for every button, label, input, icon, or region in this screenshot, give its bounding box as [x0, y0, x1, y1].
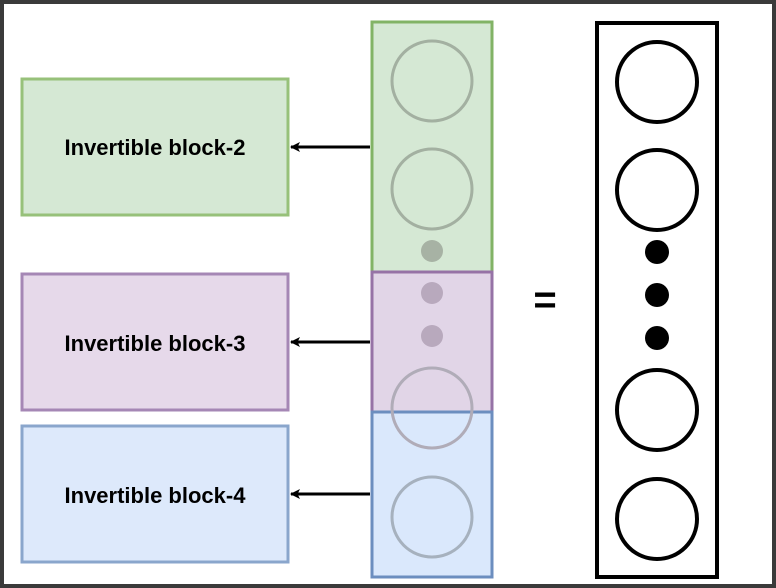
ellipsis-dot	[645, 283, 669, 307]
ellipsis-dot	[421, 240, 443, 262]
neuron-circle	[390, 39, 474, 123]
full-column	[595, 21, 719, 579]
neuron-circle	[390, 366, 474, 450]
block-2-box: Invertible block-2	[20, 77, 290, 217]
neuron-circle	[390, 147, 474, 231]
ellipsis-dot	[421, 325, 443, 347]
block-4-label: Invertible block-4	[65, 483, 247, 508]
ellipsis-dot	[645, 326, 669, 350]
neuron-circle	[615, 477, 699, 561]
neuron-circle	[390, 475, 474, 559]
blue-segment	[370, 410, 494, 579]
block-3-label: Invertible block-3	[65, 331, 246, 356]
equals-sign: =	[533, 278, 556, 322]
block-2-label: Invertible block-2	[65, 135, 246, 160]
neuron-circle	[615, 40, 699, 124]
ellipsis-dot	[421, 282, 443, 304]
block-4-box: Invertible block-4	[20, 424, 290, 564]
split-column	[370, 20, 494, 579]
ellipsis-dot	[645, 240, 669, 264]
neuron-circle	[615, 368, 699, 452]
neuron-circle	[615, 148, 699, 232]
block-3-box: Invertible block-3	[20, 272, 290, 412]
green-segment	[370, 20, 494, 274]
